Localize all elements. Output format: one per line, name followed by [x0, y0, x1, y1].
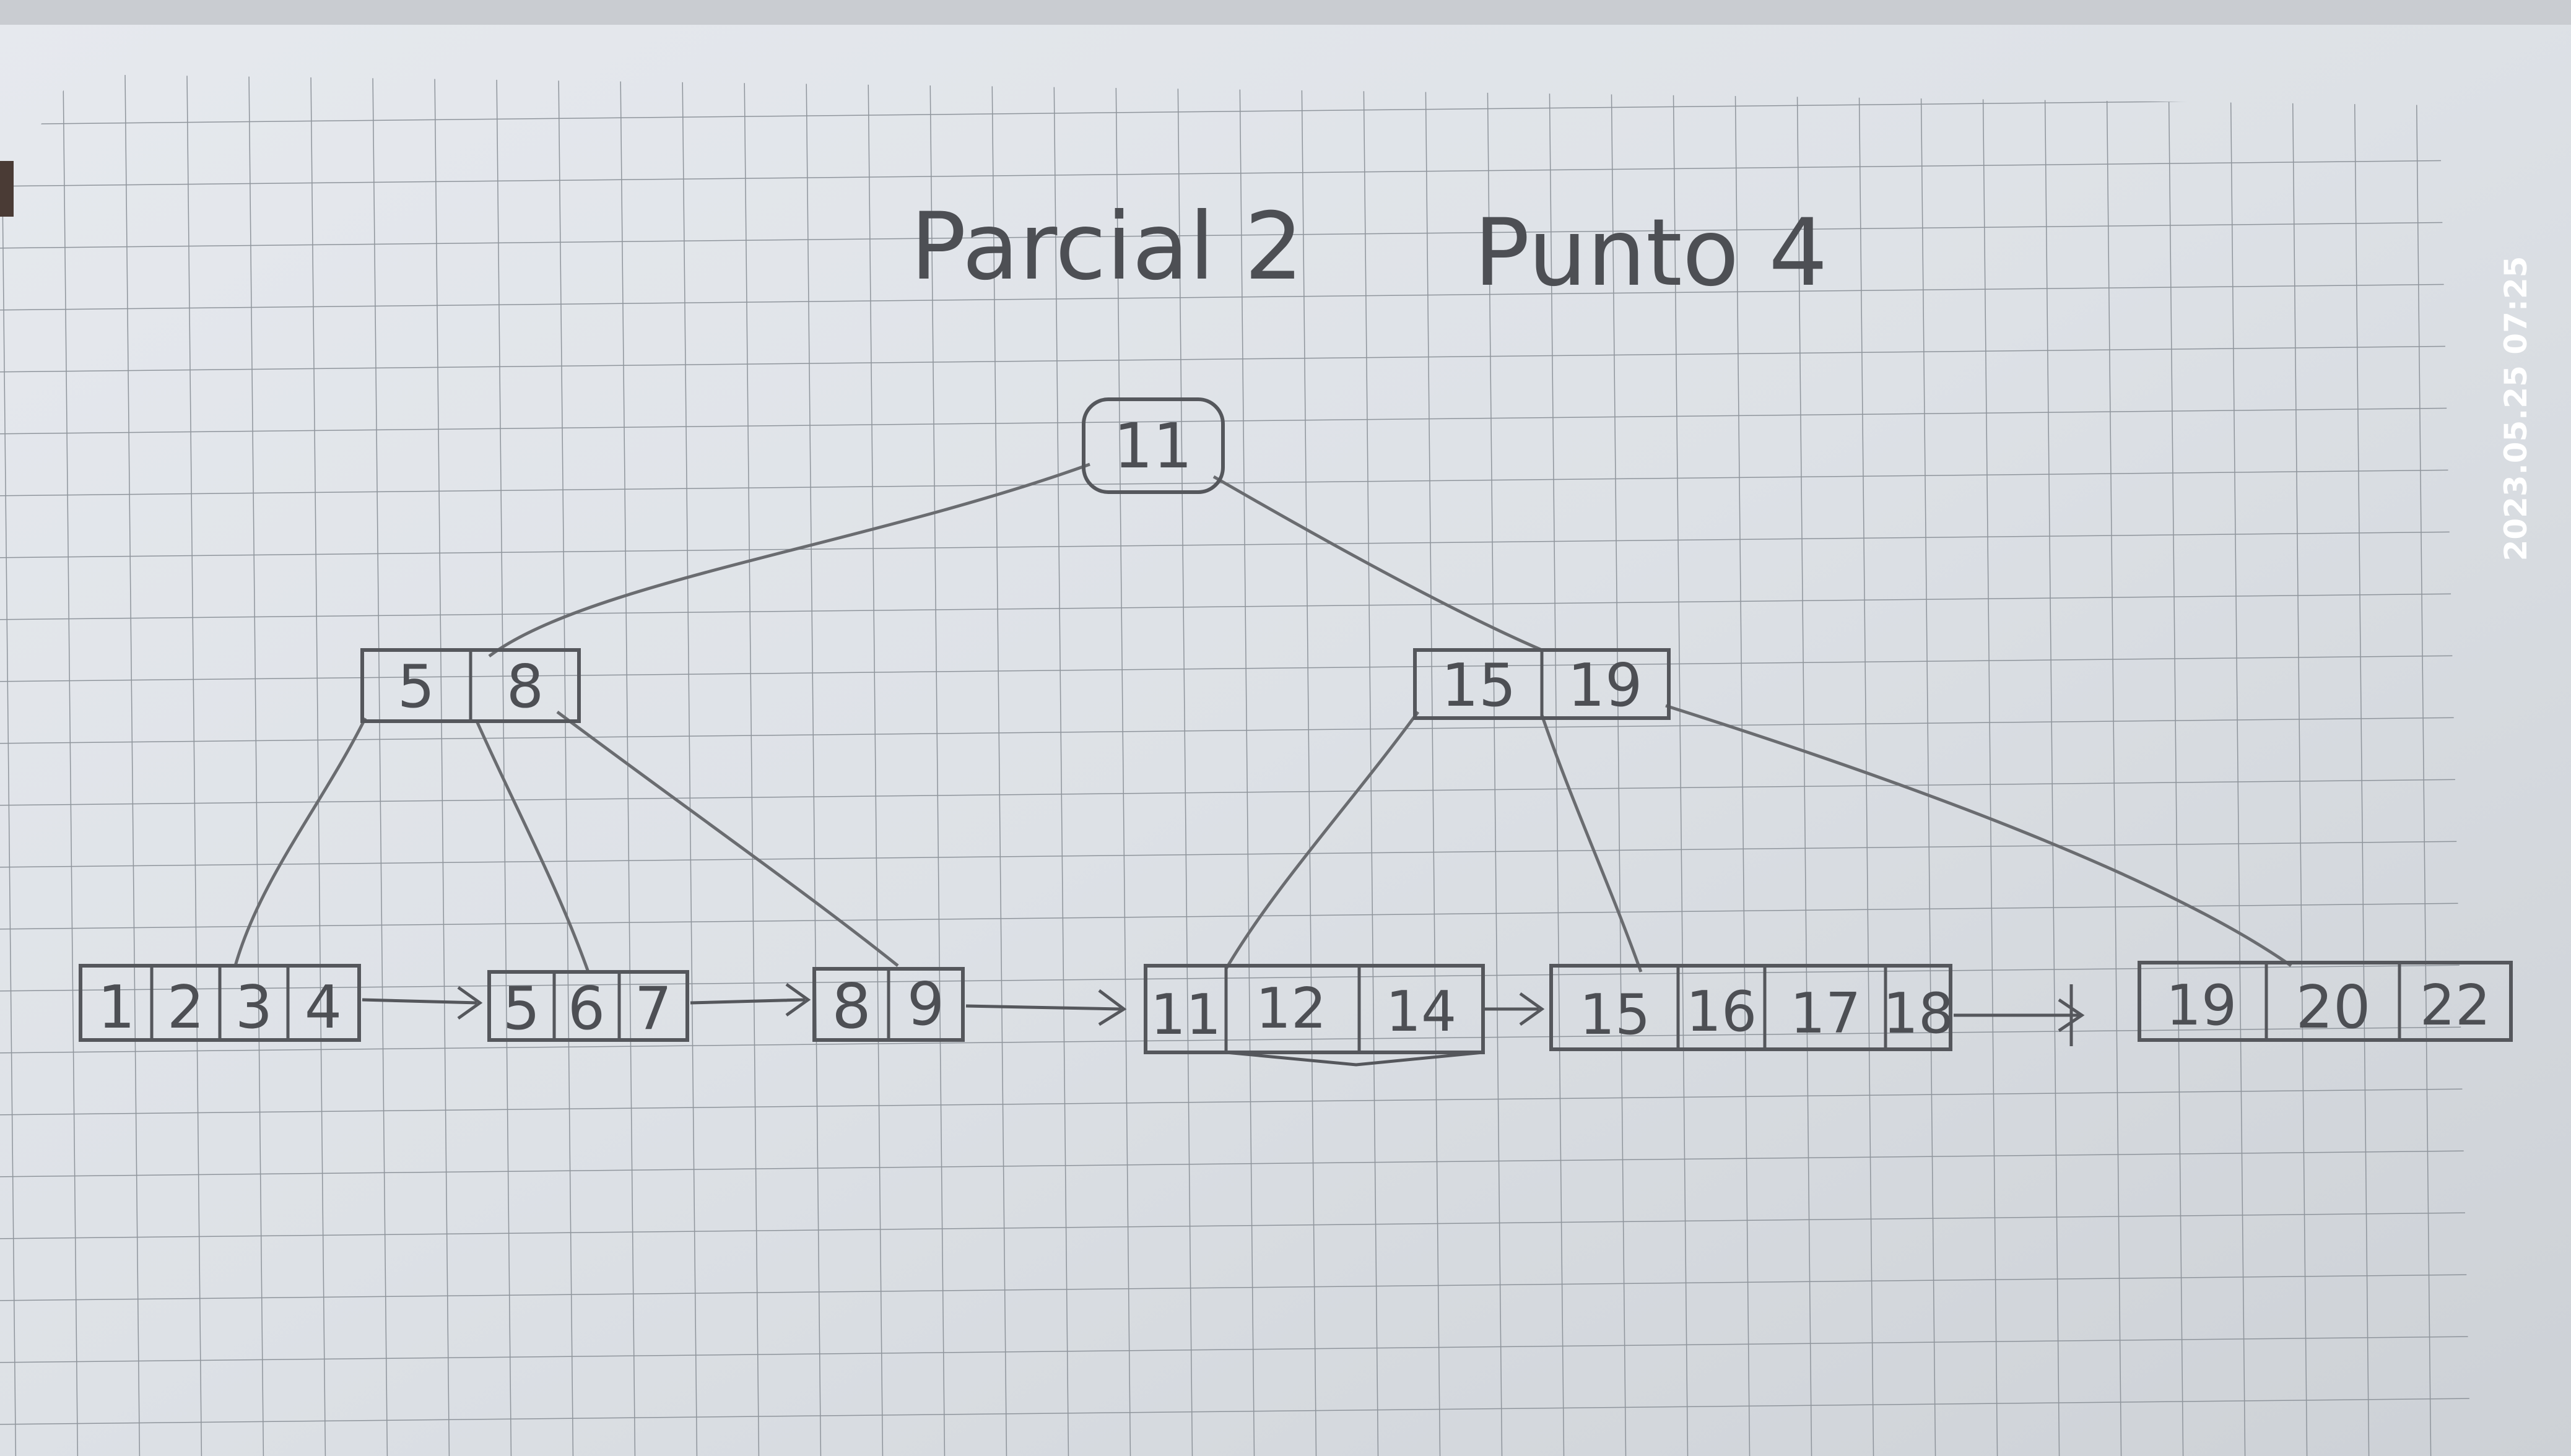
leaf-link-3-4: [965, 989, 1127, 1026]
leaf-node-4: 11 12 14: [1144, 964, 1485, 1067]
leaf-node-6: 19 20 22: [2138, 961, 2513, 1042]
leaf5-key-1: 15: [1580, 982, 1651, 1047]
edge-5-leaf1: [233, 717, 367, 966]
edge-19-leaf5: [1540, 714, 1643, 973]
leaf2-key-3: 7: [635, 975, 672, 1043]
edge-root-left: [488, 462, 1090, 658]
leaf6-key-3: 22: [2420, 973, 2491, 1038]
leaf-link-1-2: [362, 986, 483, 1020]
leaf2-key-1: 5: [503, 975, 540, 1043]
leaf3-key-2: 9: [907, 971, 944, 1039]
leaf-link-4-5: [1483, 992, 1545, 1026]
leaf3-key-1: 8: [832, 970, 871, 1042]
internal-left-key-1: 5: [398, 653, 435, 721]
leaf1-key-1: 1: [98, 974, 135, 1042]
internal-node-right: 15 19: [1413, 648, 1671, 720]
internal-left-key-2: 8: [507, 653, 544, 721]
leaf-node-2: 5 6 7: [487, 970, 689, 1043]
leaf6-key-2: 20: [2296, 974, 2371, 1042]
leaf1-key-3: 3: [235, 974, 272, 1042]
internal-right-key-2: 19: [1568, 652, 1643, 720]
binder-hole: [0, 161, 14, 217]
leaf4-key-2: 12: [1256, 976, 1327, 1041]
grid-area: [0, 74, 2471, 1456]
leaf1-key-2: 2: [167, 974, 204, 1042]
leaf4-key-1: 11: [1151, 982, 1222, 1047]
leaf5-key-4: 18: [1883, 981, 1954, 1046]
leaf-link-5-6: [1954, 984, 2085, 1046]
camera-timestamp: 2023.05.25 07:25: [2498, 256, 2534, 561]
edge-15-leaf4: [1224, 711, 1420, 970]
edge-8-leaf3: [556, 710, 899, 967]
internal-right-key-1: 15: [1442, 652, 1516, 720]
paper-edge: [0, 0, 2571, 25]
leaf-node-3: 8 9: [812, 967, 965, 1042]
leaf1-key-4: 4: [305, 974, 342, 1042]
root-key: 11: [1113, 410, 1192, 482]
leaf-node-5: 15 16 17 18: [1549, 964, 1954, 1051]
leaf2-key-2: 6: [568, 975, 605, 1043]
internal-node-left: 5 8: [360, 648, 581, 723]
leaf6-key-1: 19: [2166, 973, 2237, 1038]
edge-19-leaf6: [1665, 704, 2292, 968]
leaf-link-2-3: [690, 982, 811, 1017]
leaf4-key-3: 14: [1386, 979, 1457, 1044]
edge-root-right: [1212, 475, 1542, 652]
leaf5-key-3: 17: [1790, 981, 1861, 1046]
leaf5-key-2: 16: [1686, 979, 1757, 1044]
title-left: Parcial 2: [910, 193, 1303, 301]
edge-5-leaf2: [475, 720, 590, 973]
title-right: Punto 4: [1474, 199, 1828, 307]
leaf-node-1: 1 2 3 4: [79, 964, 361, 1042]
root-node: 11: [1082, 397, 1225, 494]
